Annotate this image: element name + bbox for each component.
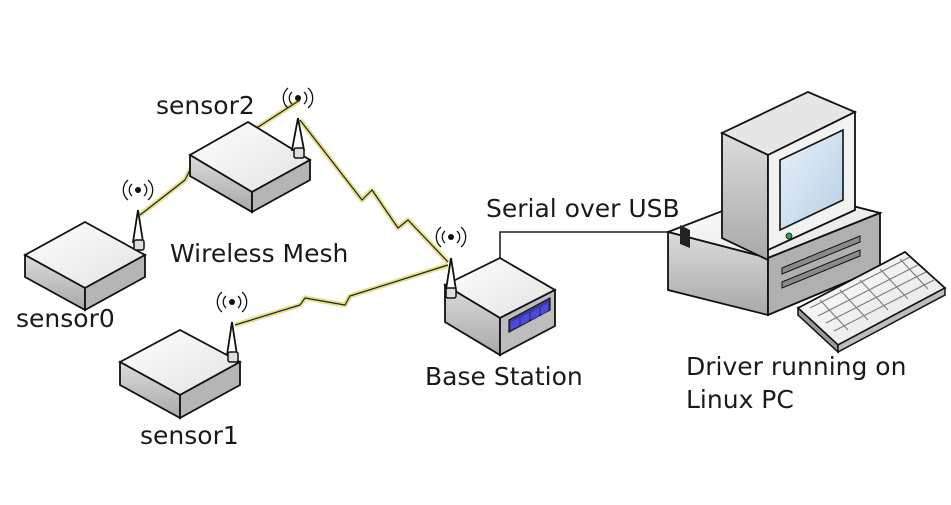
sensor1-label: sensor1 [140,421,239,450]
sensor1-node-icon [118,328,242,420]
sensor0-node-icon [23,220,147,312]
base-station-label: Base Station [425,362,583,391]
keyboard-icon [796,250,947,354]
driver-label-line2: Linux PC [686,385,794,414]
sensor2-antenna-icon [282,87,314,159]
wireless-link-sensor1-base [234,262,449,328]
sensor2-label: sensor2 [156,91,255,120]
wireless-link-sensor2-base [298,118,450,264]
sensor0-label: sensor0 [16,304,115,333]
sensor1-antenna-icon [216,291,248,363]
serial-usb-cable [499,231,690,270]
driver-label-line1: Driver running on [686,352,907,381]
base-station-antenna-icon [435,226,467,299]
computer-icon [665,91,883,317]
serial-over-usb-label: Serial over USB [486,194,680,223]
base-station-icon [443,256,557,357]
sensor2-node-icon [188,120,312,214]
sensor0-antenna-icon [122,179,154,251]
wireless-mesh-label: Wireless Mesh [170,239,349,268]
